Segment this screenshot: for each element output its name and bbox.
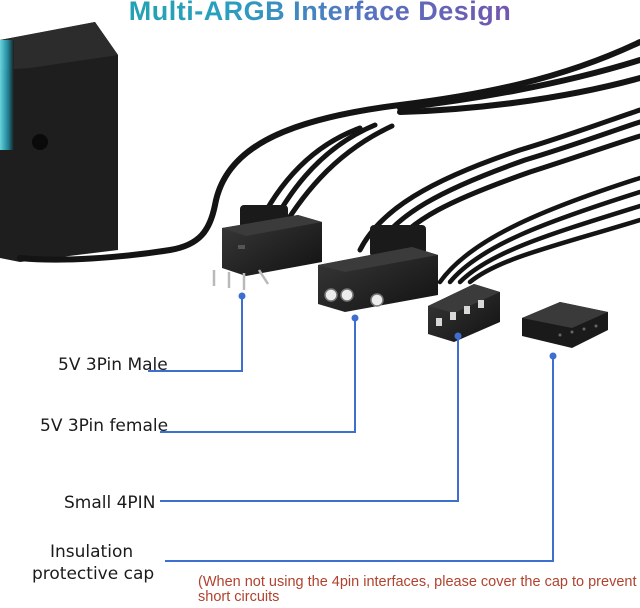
connector-3pin-female [318, 225, 438, 312]
insulation-cap [522, 302, 608, 348]
leader-dot-female [351, 314, 359, 322]
label-small-4pin: Small 4PIN [64, 493, 156, 513]
leader-dot-cap [549, 352, 557, 360]
label-3pin-female: 5V 3Pin female [40, 416, 169, 436]
label-3pin-male: 5V 3Pin Male [58, 355, 168, 375]
page-title: Multi-ARGB Interface Design [0, 0, 640, 27]
connector-3pin-male [212, 205, 322, 290]
label-cap-line2: protective cap [32, 564, 155, 584]
argb-hub [0, 22, 118, 262]
leader-dot-male [238, 292, 246, 300]
leader-lines [148, 296, 554, 562]
label-cap-line1: Insulation [50, 542, 134, 562]
leader-dot-4pin [454, 332, 462, 340]
connector-small-4pin [428, 284, 500, 342]
usage-note: (When not using the 4pin interfaces, ple… [198, 574, 637, 605]
